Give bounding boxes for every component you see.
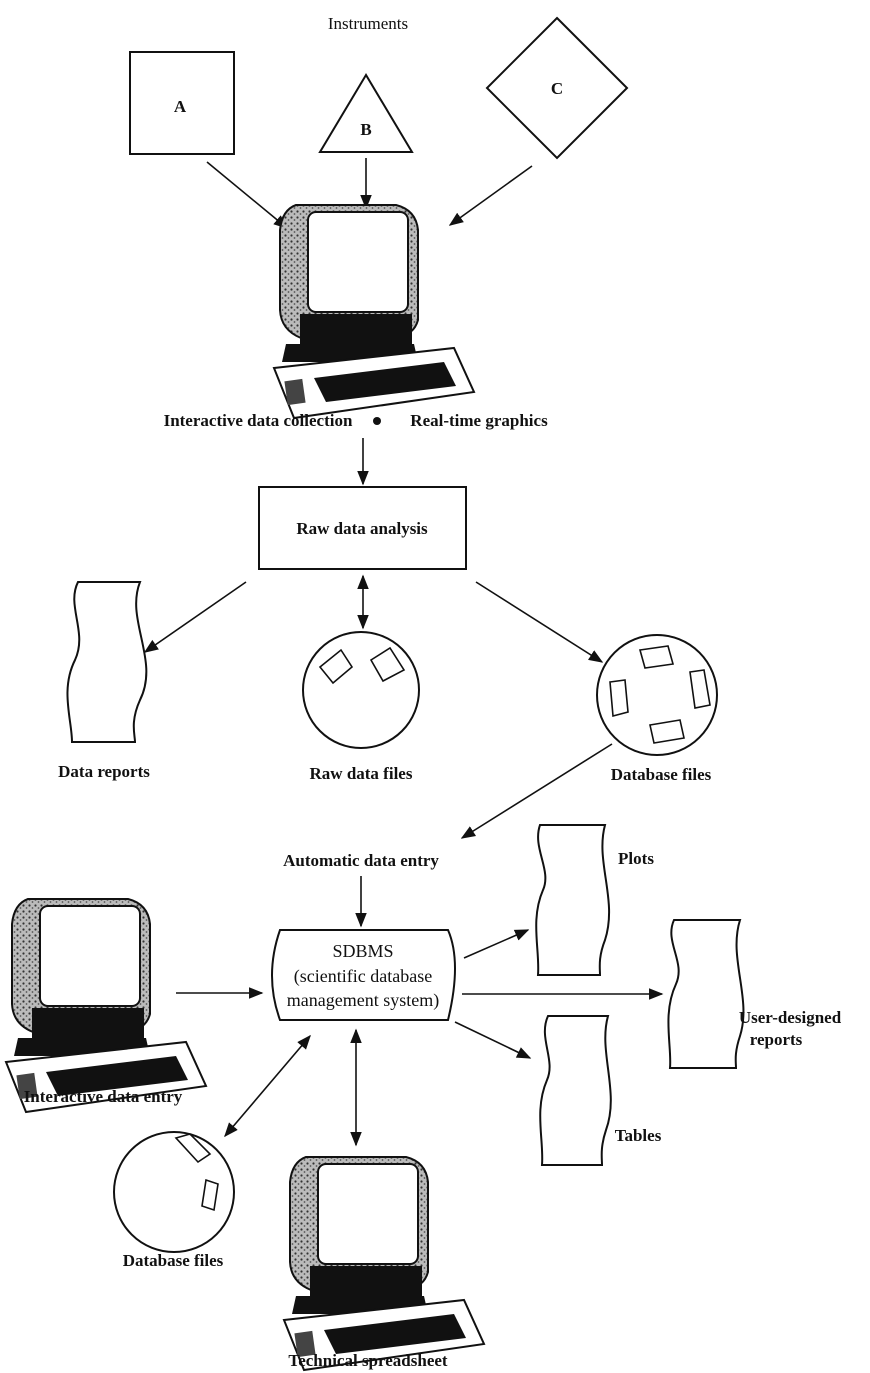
sdbms-box [271,929,456,1021]
tables-label: Tables [615,1126,662,1145]
bottom-database-label: Database files [123,1251,224,1270]
raw-disk-slot-2 [369,646,406,683]
raw-analysis-label: Raw data analysis [296,519,428,538]
sdbms-line2: (scientific database [294,966,432,987]
data-reports-document-icon [66,581,148,743]
raw-data-files-disk-icon [302,631,420,749]
plots-document-icon [535,824,611,976]
arrow-db-to-auto-entry [460,743,613,839]
bottom-disk-slot-1 [174,1133,212,1164]
db-disk-slot-2 [689,669,711,709]
db-disk-slot-4 [649,719,685,744]
bottom-database-disk-icon [113,1131,235,1253]
arrow-a-to-computer [206,161,289,229]
collection-right-label: Real-time graphics [410,411,548,430]
collection-left-label: Interactive data collection [164,411,353,430]
plots-label: Plots [618,849,654,868]
spreadsheet-computer-icon [283,1156,485,1371]
arrow-sdbms-to-plots [463,929,530,959]
user-reports-line2: reports [750,1030,803,1049]
raw-analysis-box [258,486,467,570]
auto-entry-label: Automatic data entry [283,851,439,870]
title-label: Instruments [328,14,408,33]
sdbms-line3: management system) [287,990,439,1011]
entry-computer-icon [5,898,207,1113]
database-files-disk-icon [596,634,718,756]
bottom-disk-slot-2 [201,1178,219,1212]
user-reports-line1: User-designed [739,1008,842,1027]
instrument-a-shape [129,51,235,155]
instrument-c-shape [485,16,629,160]
user-reports-document-icon [667,919,745,1069]
sdbms-line1: SDBMS [332,941,393,961]
interactive-entry-label: Interactive data entry [24,1087,183,1106]
arrow-to-database-files [475,581,604,663]
spreadsheet-label: Technical spreadsheet [288,1351,447,1370]
collection-computer-icon [273,204,475,419]
raw-data-files-label: Raw data files [310,764,413,783]
arrow-sdbms-to-tables [454,1021,532,1059]
instrument-b-shape [318,73,414,153]
instrument-c-label: C [551,79,563,98]
arrow-c-to-computer [448,165,533,226]
db-disk-slot-1 [638,645,675,669]
instrument-a-label: A [174,97,187,116]
bullet-dot [373,417,381,425]
instrument-b-label: B [360,120,371,139]
database-files-label: Database files [611,765,712,784]
arrow-to-data-reports [143,581,247,653]
db-disk-slot-3 [609,679,629,718]
raw-disk-slot-1 [318,648,354,685]
data-reports-label: Data reports [58,762,150,781]
arrow-sdbms-db-bidirectional [224,1034,311,1138]
tables-document-icon [539,1015,612,1166]
